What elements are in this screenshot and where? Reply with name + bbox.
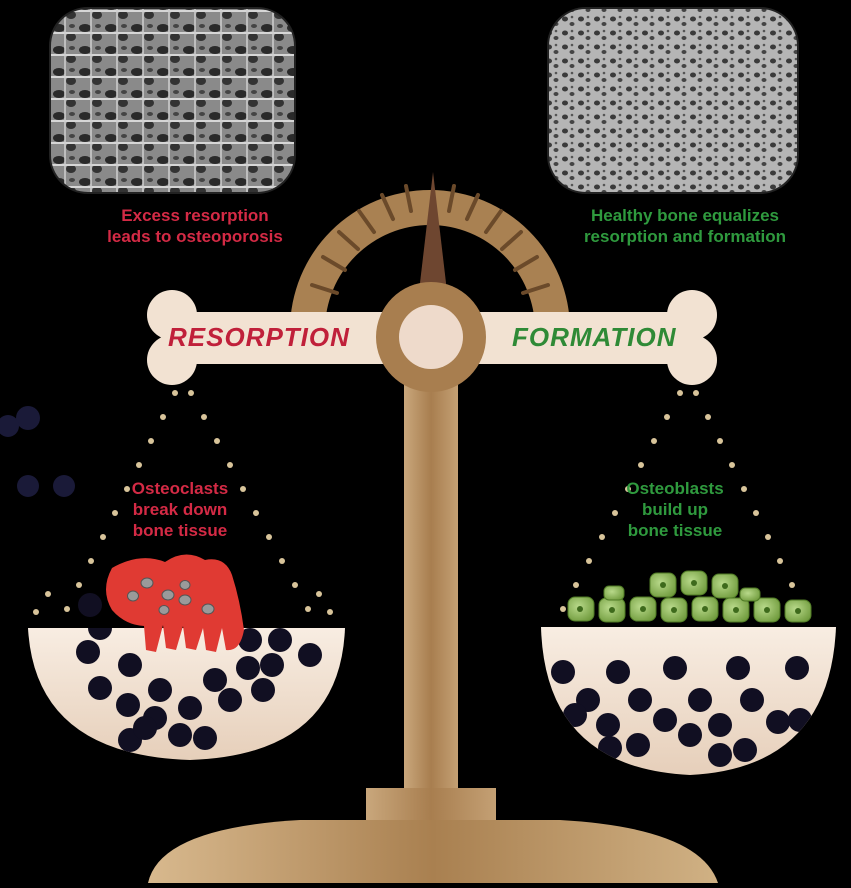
osteoblast-label-line-1: Osteoblasts (585, 478, 765, 499)
formation-caption: Healthy bone equalizes resorption and fo… (545, 205, 825, 247)
osteoclast-label: Osteoclasts break down bone tissue (90, 478, 270, 541)
osteoclast-label-line-3: bone tissue (90, 520, 270, 541)
healthy-bone-image (548, 8, 798, 193)
scale-column (404, 345, 458, 790)
formation-caption-line-1: Healthy bone equalizes (545, 205, 825, 226)
osteoclast-label-line-1: Osteoclasts (90, 478, 270, 499)
resorption-label: RESORPTION (168, 322, 350, 353)
osteoclast-label-line-2: break down (90, 499, 270, 520)
right-pan (541, 627, 836, 775)
formation-caption-line-2: resorption and formation (545, 226, 825, 247)
resorption-caption-line-1: Excess resorption (70, 205, 320, 226)
resorption-caption-line-2: leads to osteoporosis (70, 226, 320, 247)
hub-center (399, 305, 463, 369)
stray-dots (0, 406, 75, 497)
scale-base (148, 820, 718, 883)
formation-label: FORMATION (512, 322, 677, 353)
osteoblast-label-line-2: build up (585, 499, 765, 520)
osteoblast-label: Osteoblasts build up bone tissue (585, 478, 765, 541)
osteoblast-label-line-3: bone tissue (585, 520, 765, 541)
osteoblast-cells (568, 571, 811, 622)
resorption-caption: Excess resorption leads to osteoporosis (70, 205, 320, 247)
osteoporotic-bone-image (50, 8, 295, 193)
